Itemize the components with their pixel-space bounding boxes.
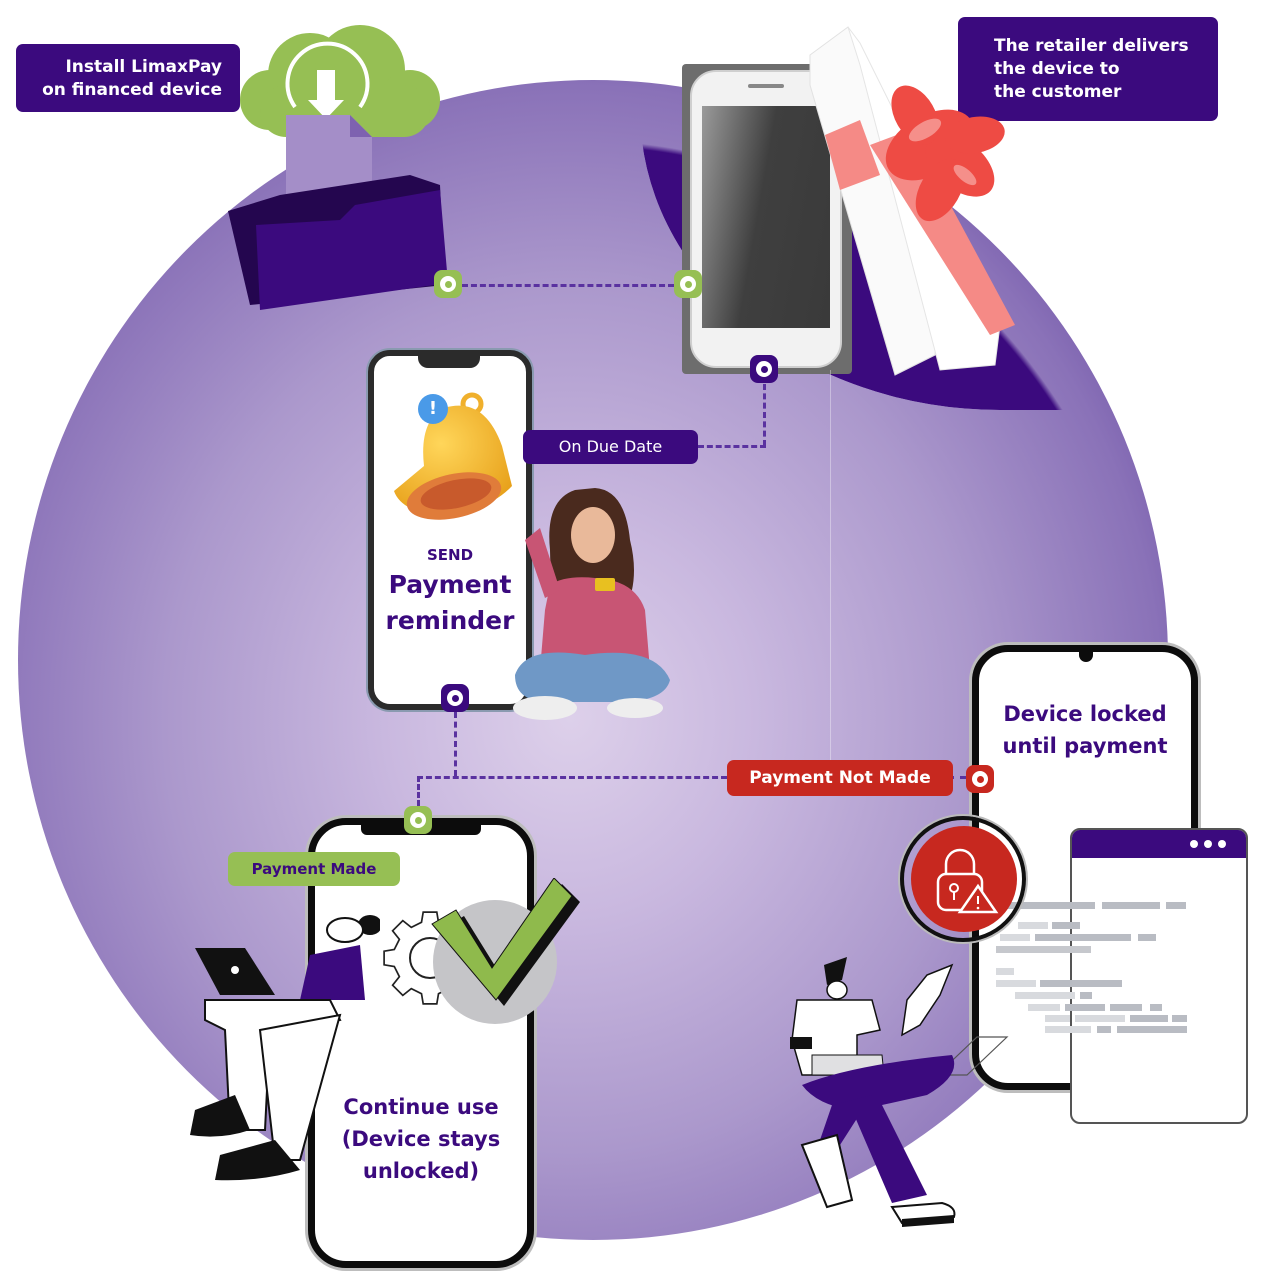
deliver-label-line1: The retailer delivers (994, 36, 1189, 56)
unlocked-line1: Continue use (343, 1095, 499, 1119)
payment-made-label-text: Payment Made (251, 860, 377, 878)
deliver-node (674, 270, 702, 298)
more-dots-icon (1190, 840, 1234, 848)
connector-deliver-duedate-v (763, 384, 766, 446)
magnifier-lens (911, 826, 1017, 932)
phone-speaker (748, 84, 784, 88)
delivered-phone (690, 70, 842, 368)
payment-made-label: Payment Made (228, 852, 400, 886)
payment-not-made-label-text: Payment Not Made (749, 768, 931, 788)
locked-line2: until payment (1002, 734, 1168, 758)
placeholder-text-bars (990, 900, 1230, 1033)
connector-reminder-v (454, 712, 457, 776)
deliver-label: The retailer delivers the device to the … (958, 17, 1218, 121)
install-label-line1: Install LimaxPay (65, 57, 222, 77)
payment-not-made-node (966, 765, 994, 793)
due-date-label-text: On Due Date (558, 437, 663, 456)
bell-icon (394, 392, 512, 520)
locked-line1: Device locked (1003, 702, 1167, 726)
thin-guide-line (830, 370, 831, 770)
reminder-kicker: SEND (426, 546, 474, 564)
connector-notmade-node (948, 776, 966, 779)
lock-warning-icon (936, 848, 999, 914)
unlocked-line2: (Device stays (341, 1127, 501, 1151)
exclamation-icon: ! (418, 394, 448, 424)
folder-icon (228, 175, 448, 310)
connector-branch-left-v (417, 776, 420, 806)
reminder-title-line1: Payment (388, 570, 512, 599)
cloud-download-icon (228, 25, 448, 310)
reminder-title-line2: reminder (385, 606, 515, 635)
payment-made-node (404, 806, 432, 834)
phone-screen (702, 106, 830, 328)
deliver-out-node (750, 355, 778, 383)
due-date-label: On Due Date (523, 430, 698, 464)
deliver-label-line3: the customer (994, 82, 1122, 102)
gift-box-icon (809, 26, 1015, 376)
browser-titlebar (1072, 830, 1246, 858)
phone-camera (1079, 650, 1093, 662)
checkmark-icon (431, 878, 580, 1006)
deliver-label-line2: the device to (994, 59, 1120, 79)
connector-branch-h (417, 776, 727, 779)
connector-install-deliver (462, 284, 674, 287)
reminder-phone: ! SEND Payment reminder (368, 350, 532, 710)
unlocked-line3: unlocked) (362, 1159, 480, 1183)
magnifier-ring (900, 816, 1026, 942)
install-node (434, 270, 462, 298)
woman-illustration (513, 488, 670, 720)
connector-deliver-duedate-h (698, 445, 766, 448)
install-label-line2: on financed device (42, 80, 222, 100)
install-label: Install LimaxPay on financed device (16, 44, 240, 112)
reminder-out-node (441, 684, 469, 712)
browser-window (1070, 828, 1248, 1124)
phone-notch (418, 356, 480, 368)
payment-not-made-label: Payment Not Made (727, 760, 953, 796)
man-illustration (790, 957, 1009, 1227)
woman-laptop-illustration (190, 915, 380, 1181)
